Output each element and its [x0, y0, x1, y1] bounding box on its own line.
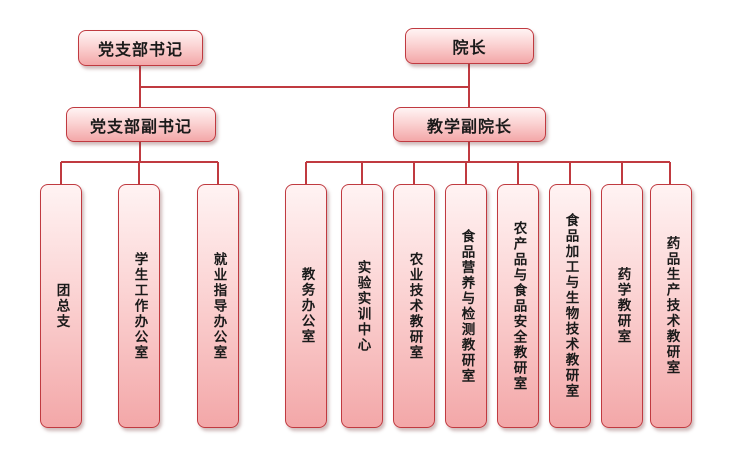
- node-academic-affairs: 教务办公室: [285, 184, 327, 428]
- node-label: 团总支: [53, 282, 70, 330]
- node-food-biotech-lab: 食品加工与生物技术教研室: [549, 184, 591, 428]
- node-label: 农产品与食品安全教研室: [510, 220, 527, 392]
- node-label: 教务办公室: [298, 267, 315, 345]
- node-drug-production-lab: 药品生产技术教研室: [650, 184, 692, 428]
- node-label: 药学教研室: [614, 267, 631, 345]
- node-agri-food-safety-lab: 农产品与食品安全教研室: [497, 184, 539, 428]
- node-deputy-party-secretary: 党支部副书记: [66, 107, 216, 142]
- node-label: 院长: [452, 38, 487, 57]
- node-label: 学生工作办公室: [131, 251, 148, 361]
- node-label: 药品生产技术教研室: [663, 236, 680, 376]
- node-employment-guidance: 就业指导办公室: [197, 184, 239, 428]
- node-label: 就业指导办公室: [210, 251, 227, 361]
- node-label: 食品营养与检测教研室: [458, 228, 475, 384]
- node-party-secretary: 党支部书记: [78, 30, 203, 66]
- node-student-affairs: 学生工作办公室: [118, 184, 160, 428]
- node-teaching-vice-dean: 教学副院长: [393, 107, 546, 142]
- node-label: 实验实训中心: [354, 259, 371, 353]
- node-dean: 院长: [405, 28, 534, 64]
- node-label: 食品加工与生物技术教研室: [562, 213, 579, 399]
- node-label: 教学副院长: [426, 116, 512, 136]
- node-label: 党支部书记: [97, 40, 183, 59]
- node-pharmacy-lab: 药学教研室: [601, 184, 643, 428]
- node-label: 党支部副书记: [89, 116, 192, 136]
- node-agri-tech-lab: 农业技术教研室: [393, 184, 435, 428]
- node-lab-training-center: 实验实训中心: [341, 184, 383, 428]
- node-label: 农业技术教研室: [406, 251, 423, 361]
- node-food-nutrition-lab: 食品营养与检测教研室: [445, 184, 487, 428]
- node-youth-league: 团总支: [40, 184, 82, 428]
